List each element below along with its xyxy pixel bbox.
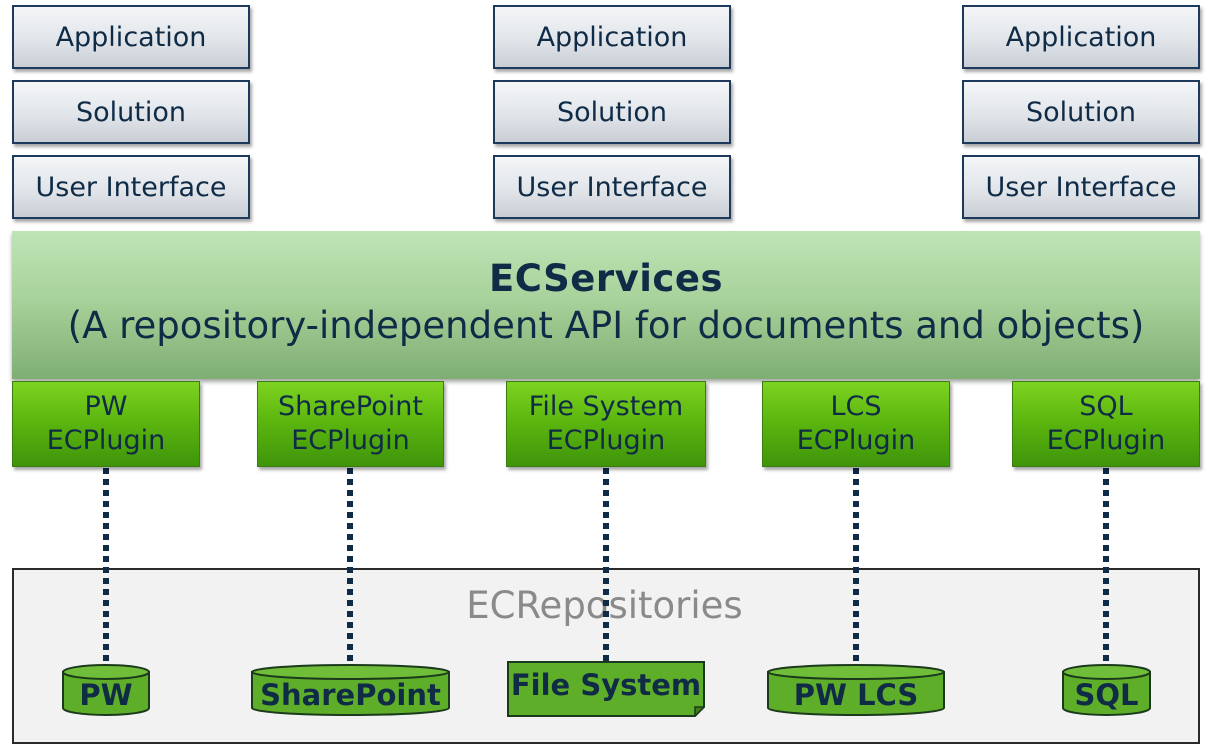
plugin-pw: PW ECPlugin [12, 381, 200, 467]
database-icon [1062, 664, 1151, 716]
plugin-sql-line1: SQL [1079, 391, 1133, 422]
plugin-lcs-line2: ECPlugin [796, 425, 916, 456]
database-icon [251, 664, 450, 716]
stack2-user-interface: User Interface [493, 155, 731, 219]
stack2-solution-label: Solution [557, 96, 667, 128]
repo-file-system-label: File System [510, 668, 702, 702]
connector-lcs [853, 468, 859, 665]
plugin-sql-line2: ECPlugin [1046, 425, 1166, 456]
stack1-solution: Solution [12, 80, 250, 144]
repo-sharepoint-label: SharePoint [260, 678, 441, 712]
plugin-file-system: File System ECPlugin [506, 381, 706, 467]
plugin-sharepoint: SharePoint ECPlugin [257, 381, 444, 467]
stack1-user-interface-label: User Interface [35, 171, 227, 203]
connector-sharepoint [347, 468, 353, 665]
ecservices-band: ECServices (A repository-independent API… [12, 231, 1200, 379]
stack2-application: Application [493, 5, 731, 69]
stack3-application-label: Application [1005, 21, 1157, 53]
database-icon [767, 664, 945, 716]
repo-sql-cylinder: SQL [1062, 664, 1151, 716]
connector-file-system [603, 468, 609, 661]
stack3-application: Application [962, 5, 1200, 69]
ecservices-subtitle: (A repository-independent API for docume… [67, 304, 1145, 347]
repo-pw-lcs-label: PW LCS [793, 678, 919, 712]
ecservices-title: ECServices [489, 257, 723, 300]
connector-pw [103, 468, 109, 665]
connector-sql [1103, 468, 1109, 665]
stack3-user-interface: User Interface [962, 155, 1200, 219]
plugin-pw-line1: PW [84, 391, 128, 422]
repo-pw-label: PW [79, 678, 133, 712]
stack3-solution: Solution [962, 80, 1200, 144]
stack2-user-interface-label: User Interface [516, 171, 708, 203]
plugin-lcs: LCS ECPlugin [762, 381, 950, 467]
plugin-pw-line2: ECPlugin [46, 425, 166, 456]
database-icon [62, 664, 150, 716]
document-icon [507, 661, 705, 717]
plugin-file-system-line1: File System [528, 391, 684, 422]
stack2-application-label: Application [536, 21, 688, 53]
stack1-application: Application [12, 5, 250, 69]
stack1-application-label: Application [55, 21, 207, 53]
plugin-sharepoint-line1: SharePoint [278, 391, 423, 422]
repo-pw-lcs-cylinder: PW LCS [767, 664, 945, 716]
plugin-sql: SQL ECPlugin [1012, 381, 1200, 467]
repo-file-system-document: File System [507, 661, 705, 717]
plugin-sharepoint-line2: ECPlugin [291, 425, 410, 456]
stack2-solution: Solution [493, 80, 731, 144]
repo-pw-cylinder: PW [62, 664, 150, 716]
stack3-solution-label: Solution [1026, 96, 1136, 128]
stack1-solution-label: Solution [76, 96, 186, 128]
stack1-user-interface: User Interface [12, 155, 250, 219]
plugin-file-system-line2: ECPlugin [546, 425, 666, 456]
repo-sharepoint-cylinder: SharePoint [251, 664, 450, 716]
plugin-lcs-line1: LCS [830, 391, 882, 422]
repo-sql-label: SQL [1074, 678, 1139, 712]
stack3-user-interface-label: User Interface [985, 171, 1177, 203]
